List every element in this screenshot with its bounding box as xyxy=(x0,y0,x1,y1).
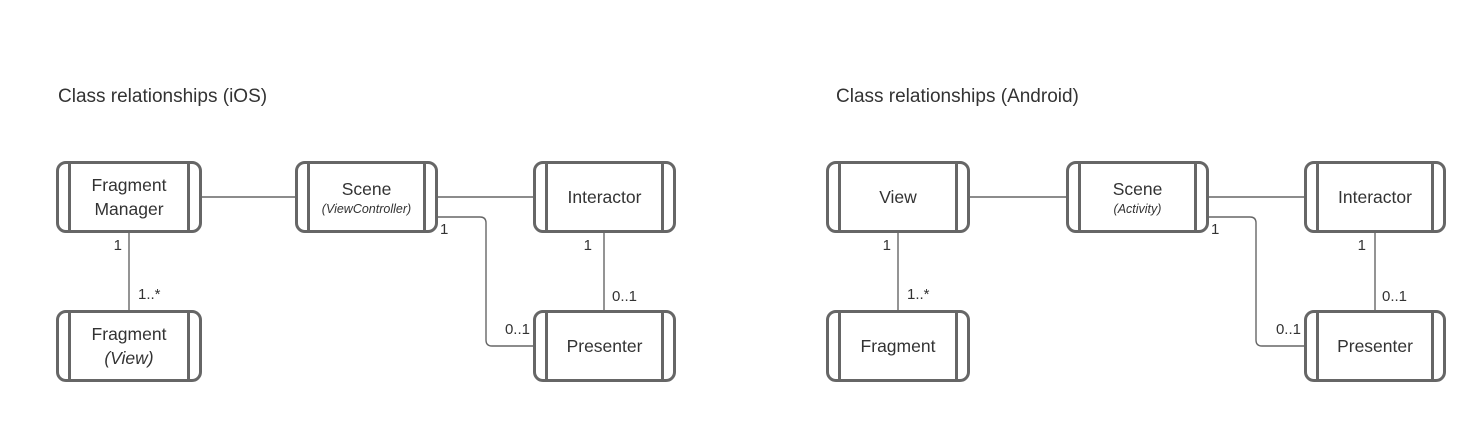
class-box-interactor-ios: Interactor xyxy=(533,161,676,233)
process-bar-right xyxy=(187,164,190,230)
class-name: Interactor xyxy=(1338,187,1412,207)
process-bar-left xyxy=(68,164,71,230)
diagram-title-ios: Class relationships (iOS) xyxy=(58,86,268,107)
class-box-scene-ios: Scene (ViewController) xyxy=(295,161,438,233)
multiplicity-presenter-top-0-1: 0..1 xyxy=(612,288,638,305)
process-bar-left xyxy=(307,164,310,230)
multiplicity-fragment-1-star: 1..* xyxy=(138,286,161,303)
process-bar-right xyxy=(1431,313,1434,379)
process-bar-right xyxy=(661,313,664,379)
class-box-presenter-ios: Presenter xyxy=(533,310,676,382)
multiplicity-fragment-1-star: 1..* xyxy=(907,286,930,303)
process-bar-right xyxy=(955,164,958,230)
class-name: Scene xyxy=(341,179,392,199)
process-bar-right xyxy=(661,164,664,230)
class-box-fragment-manager-ios: Fragment Manager xyxy=(56,161,202,233)
class-name: Presenter xyxy=(566,336,643,356)
process-bar-left xyxy=(1078,164,1081,230)
class-box-presenter-android: Presenter xyxy=(1304,310,1446,382)
class-name: Presenter xyxy=(1337,336,1413,356)
process-bar-left xyxy=(68,313,71,379)
class-box-fragment-android: Fragment xyxy=(826,310,970,382)
multiplicity-interactor-1: 1 xyxy=(583,237,592,254)
process-bar-right xyxy=(955,313,958,379)
class-box-interactor-android: Interactor xyxy=(1304,161,1446,233)
process-bar-right xyxy=(1194,164,1197,230)
process-bar-left xyxy=(838,313,841,379)
process-bar-left xyxy=(545,164,548,230)
edge-scene-presenter-android xyxy=(1209,216,1304,347)
multiplicity-scene-1: 1 xyxy=(440,221,449,238)
class-stereotype: (ViewController) xyxy=(321,202,412,216)
process-bar-right xyxy=(423,164,426,230)
class-stereotype: (Activity) xyxy=(1113,202,1162,216)
process-bar-right xyxy=(1431,164,1434,230)
class-name: Interactor xyxy=(567,187,642,207)
diagram-title-android: Class relationships (Android) xyxy=(836,86,1079,107)
process-bar-right xyxy=(187,313,190,379)
multiplicity-view-1: 1 xyxy=(882,237,891,254)
class-name: Scene xyxy=(1112,179,1163,199)
multiplicity-interactor-1: 1 xyxy=(1357,237,1366,254)
process-bar-left xyxy=(1316,313,1319,379)
multiplicity-scene-1: 1 xyxy=(1211,221,1220,238)
edge-scene-presenter-ios xyxy=(438,216,533,347)
multiplicity-presenter-left-0-1: 0..1 xyxy=(1275,321,1301,338)
process-bar-left xyxy=(545,313,548,379)
class-box-scene-android: Scene (Activity) xyxy=(1066,161,1209,233)
class-name: View xyxy=(879,187,917,207)
class-name: Fragment Manager xyxy=(91,175,167,219)
class-name: Fragment xyxy=(860,336,936,356)
multiplicity-fragmentmanager-1: 1 xyxy=(113,237,122,254)
multiplicity-presenter-left-0-1: 0..1 xyxy=(504,321,530,338)
process-bar-left xyxy=(838,164,841,230)
class-name: Fragment xyxy=(91,324,167,344)
multiplicity-presenter-top-0-1: 0..1 xyxy=(1382,288,1408,305)
class-box-fragment-view-ios: Fragment (View) xyxy=(56,310,202,382)
class-stereotype: (View) xyxy=(104,348,154,368)
class-box-view-android: View xyxy=(826,161,970,233)
process-bar-left xyxy=(1316,164,1319,230)
